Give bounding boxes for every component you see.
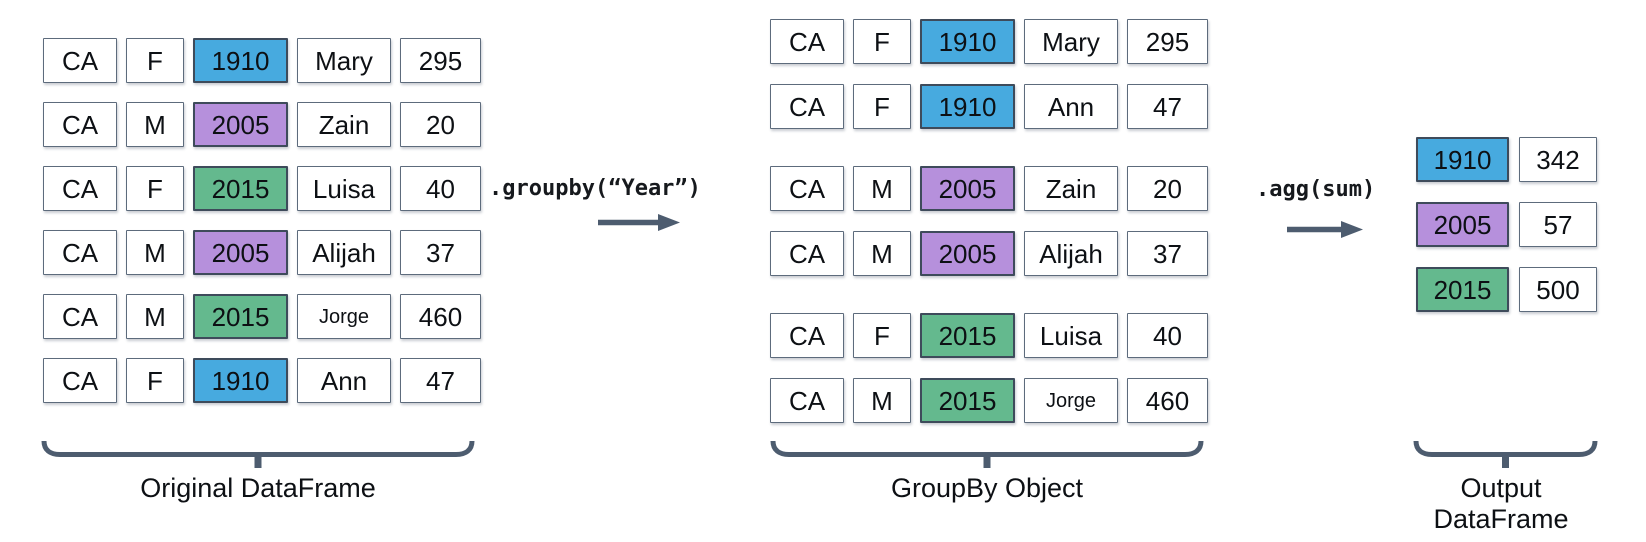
cell-name: Alijah — [1024, 231, 1118, 276]
cell-sex: F — [853, 19, 911, 64]
cell-state: CA — [770, 378, 844, 423]
cell-sex: M — [126, 230, 184, 275]
cell-year: 1910 — [920, 84, 1015, 129]
cell-state: CA — [43, 38, 117, 83]
cell-name: Ann — [1024, 84, 1118, 129]
cell-sex: F — [126, 358, 184, 403]
cell-year: 2015 — [193, 294, 288, 339]
agg-code-label: .agg(sum) — [1256, 177, 1376, 202]
cell-count: 295 — [1127, 19, 1208, 64]
cell-sex: F — [853, 313, 911, 358]
cell-state: CA — [770, 231, 844, 276]
cell-year: 2005 — [1416, 202, 1509, 247]
cell-count: 20 — [400, 102, 481, 147]
cell-name: Zain — [297, 102, 391, 147]
cell-state: CA — [770, 313, 844, 358]
cell-sex: M — [853, 378, 911, 423]
brace-icon — [1413, 441, 1598, 468]
cell-year: 2015 — [193, 166, 288, 211]
cell-year: 2005 — [920, 231, 1015, 276]
caption-output-dataframe: Output DataFrame — [1433, 473, 1569, 534]
cell-count: 47 — [400, 358, 481, 403]
cell-sex: F — [126, 166, 184, 211]
cell-sex: F — [853, 84, 911, 129]
cell-year: 2005 — [920, 166, 1015, 211]
cell-sum: 57 — [1519, 202, 1597, 247]
cell-year: 1910 — [193, 358, 288, 403]
cell-state: CA — [770, 84, 844, 129]
brace-icon — [770, 441, 1204, 468]
cell-count: 20 — [1127, 166, 1208, 211]
cell-year: 1910 — [1416, 137, 1509, 182]
caption-original-dataframe: Original DataFrame — [140, 473, 376, 503]
cell-name: Mary — [297, 38, 391, 83]
cell-year: 2005 — [193, 230, 288, 275]
cell-name: Jorge — [297, 294, 391, 339]
cell-count: 47 — [1127, 84, 1208, 129]
cell-state: CA — [43, 230, 117, 275]
cell-name: Zain — [1024, 166, 1118, 211]
cell-sex: M — [126, 294, 184, 339]
cell-year: 2015 — [920, 313, 1015, 358]
cell-sex: M — [126, 102, 184, 147]
arrow-right-icon — [598, 214, 680, 231]
caption-groupby-object: GroupBy Object — [890, 473, 1084, 503]
brace-icon — [41, 441, 475, 468]
cell-state: CA — [43, 294, 117, 339]
cell-state: CA — [770, 166, 844, 211]
cell-name: Luisa — [297, 166, 391, 211]
cell-sex: M — [853, 231, 911, 276]
cell-count: 460 — [400, 294, 481, 339]
cell-year: 2015 — [920, 378, 1015, 423]
cell-year: 1910 — [920, 19, 1015, 64]
cell-year: 2005 — [193, 102, 288, 147]
cell-name: Ann — [297, 358, 391, 403]
cell-sex: F — [126, 38, 184, 83]
cell-sum: 342 — [1519, 137, 1597, 182]
cell-sex: M — [853, 166, 911, 211]
cell-name: Jorge — [1024, 378, 1118, 423]
cell-name: Luisa — [1024, 313, 1118, 358]
cell-count: 40 — [400, 166, 481, 211]
cell-count: 37 — [400, 230, 481, 275]
cell-year: 1910 — [193, 38, 288, 83]
groupby-code-label: .groupby(“Year”) — [489, 176, 701, 201]
cell-sum: 500 — [1519, 267, 1597, 312]
cell-state: CA — [43, 358, 117, 403]
cell-year: 2015 — [1416, 267, 1509, 312]
cell-count: 295 — [400, 38, 481, 83]
cell-state: CA — [770, 19, 844, 64]
cell-count: 40 — [1127, 313, 1208, 358]
cell-state: CA — [43, 166, 117, 211]
cell-name: Alijah — [297, 230, 391, 275]
cell-state: CA — [43, 102, 117, 147]
cell-count: 37 — [1127, 231, 1208, 276]
cell-name: Mary — [1024, 19, 1118, 64]
arrow-right-icon — [1287, 221, 1363, 238]
cell-count: 460 — [1127, 378, 1208, 423]
